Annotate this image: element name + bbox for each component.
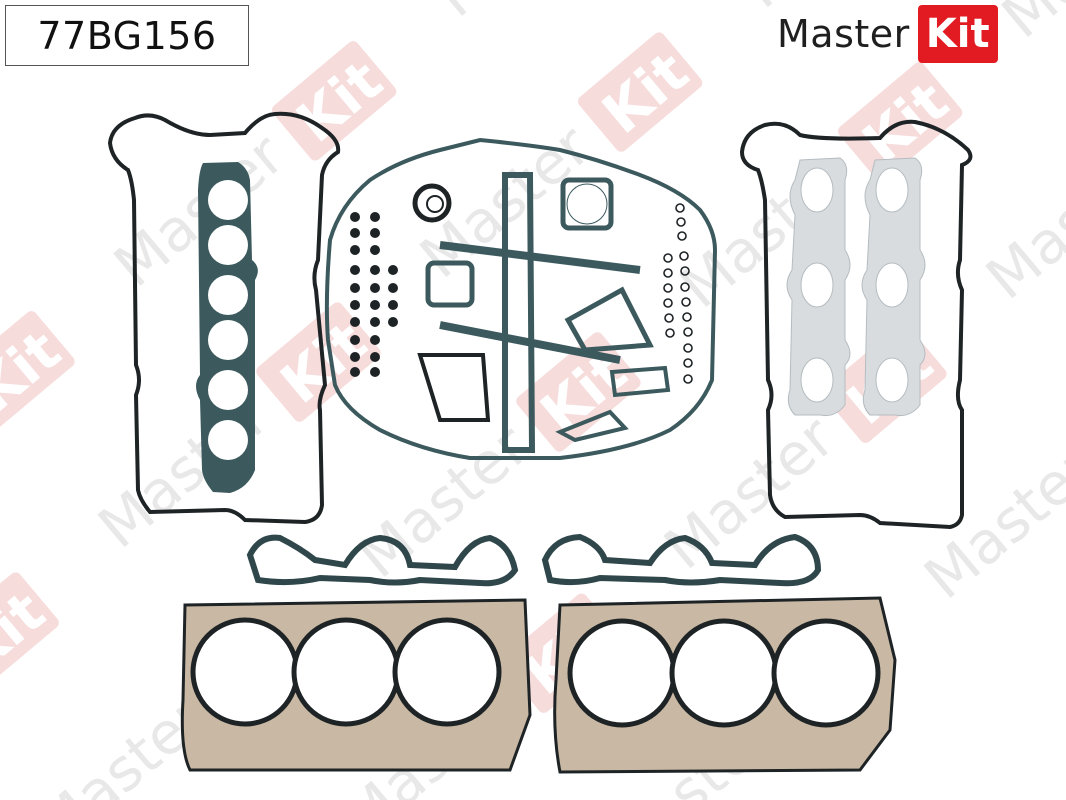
brand-name-master: Master <box>777 12 910 56</box>
valve-cover-gasket-left <box>107 111 341 525</box>
intake-runner-gaskets <box>246 533 822 587</box>
brand-logo: Master Kit <box>777 5 998 63</box>
part-number: 77BG156 <box>37 13 217 58</box>
intake-manifold-gasket <box>196 162 258 493</box>
intake-plenum-gasket <box>324 137 718 460</box>
exhaust-manifold-gaskets <box>786 157 926 416</box>
cylinder-head-gasket-right <box>553 596 897 774</box>
part-number-label: 77BG156 <box>5 5 249 66</box>
cylinder-head-gasket-left <box>180 598 532 772</box>
brand-name-kit: Kit <box>917 5 998 63</box>
valve-cover-gasket-right <box>739 119 973 530</box>
